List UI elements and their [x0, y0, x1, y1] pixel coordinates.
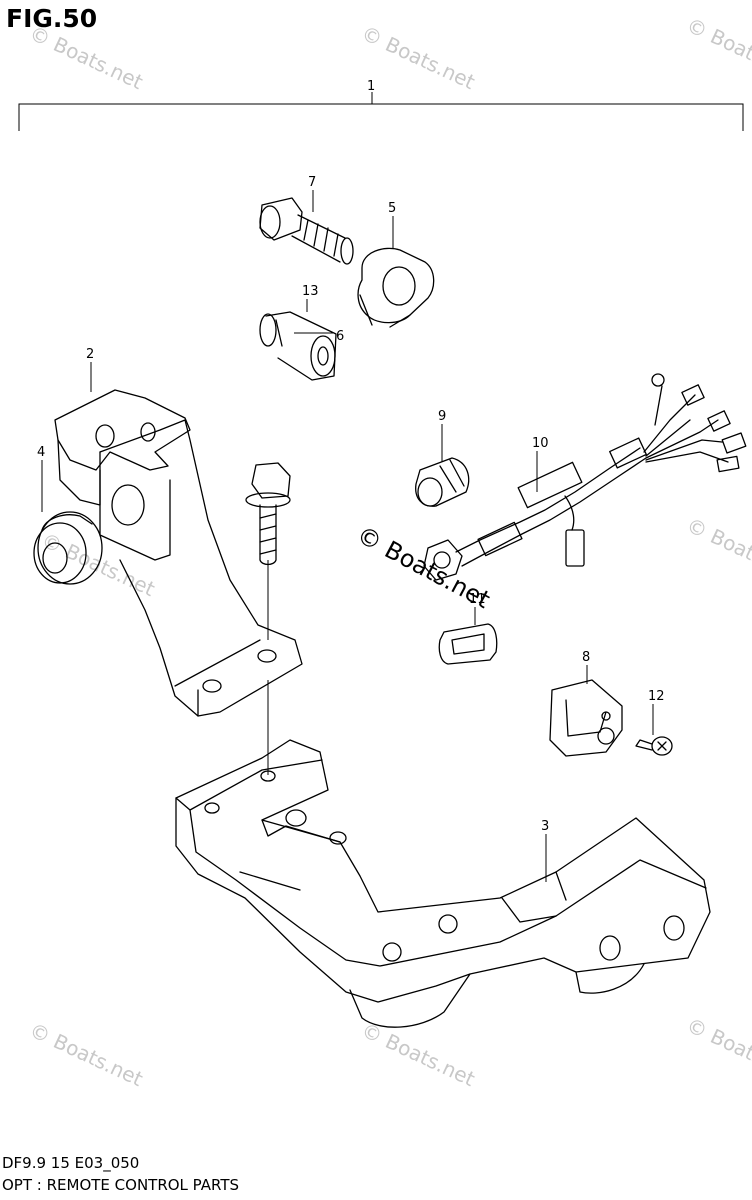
watermark: © Boats.net	[683, 1013, 752, 1086]
watermark: © Boats.net	[358, 21, 479, 94]
callout-6: 6	[336, 329, 344, 344]
part-10-harness	[423, 373, 747, 581]
figure-footer: DF9.9 15 E03_050 OPT : REMOTE CONTROL PA…	[2, 1152, 239, 1196]
figure-caption: OPT : REMOTE CONTROL PARTS	[2, 1176, 240, 1194]
part-3-main-bracket	[175, 739, 711, 1028]
part-7-bolt	[259, 197, 354, 265]
callout-11: 11	[469, 592, 486, 607]
part-5-bushing	[357, 247, 435, 328]
callout-2: 2	[86, 347, 94, 362]
leader-lines	[41, 190, 654, 882]
watermark: © Boats.net	[26, 21, 147, 94]
assembly-bracket	[18, 92, 744, 131]
callout-9: 9	[438, 409, 446, 424]
figure-code: DF9.9 15 E03_050	[2, 1154, 140, 1172]
part-12-screw	[635, 736, 673, 756]
part-8-holder	[549, 679, 623, 757]
part-11-seal	[438, 623, 498, 665]
callout-7: 7	[308, 175, 316, 190]
watermark: © Boats.net	[358, 1018, 479, 1091]
part-4-grommet	[33, 511, 103, 585]
part-13-collar	[259, 311, 337, 381]
callout-1: 1	[367, 79, 375, 94]
callout-labels: 1 2 3 4 5 6 7 8 9 10 11 12 13	[37, 79, 665, 834]
callout-10: 10	[532, 436, 549, 451]
callout-4: 4	[37, 445, 45, 460]
watermark: © Boats.net	[683, 13, 752, 86]
callout-3: 3	[541, 819, 549, 834]
part-6-flange-bolt	[245, 462, 291, 566]
watermark: © Boats.net	[26, 1018, 147, 1091]
callout-5: 5	[388, 201, 396, 216]
callout-13: 13	[302, 284, 319, 299]
figure-title: FIG.50	[6, 4, 98, 33]
callout-12: 12	[648, 689, 665, 704]
watermark: © Boats.net	[683, 513, 752, 586]
part-2-bracket	[54, 389, 303, 717]
watermarks: © Boats.net © Boats.net © Boats.net © Bo…	[26, 13, 752, 1091]
callout-8: 8	[582, 650, 590, 665]
part-9-grommet	[415, 457, 470, 507]
